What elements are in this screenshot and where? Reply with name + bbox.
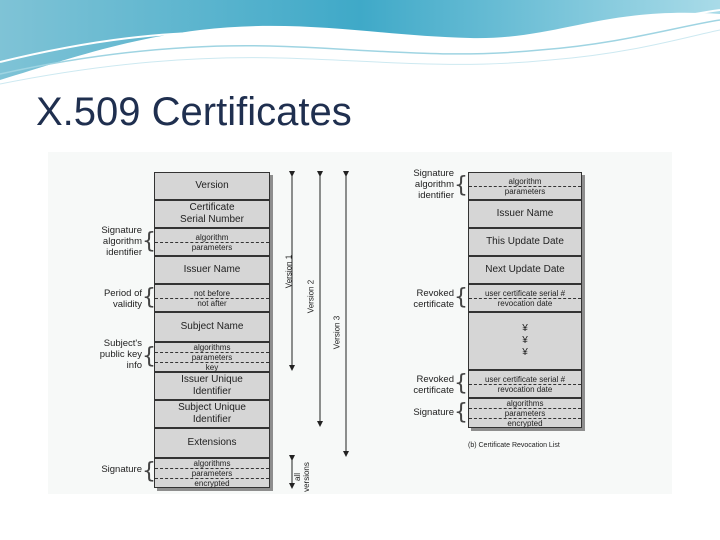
crl-dot-1: ¥ — [522, 323, 528, 335]
crl-this-update: This Update Date — [468, 228, 582, 256]
crl-dot-2: ¥ — [522, 335, 528, 347]
x509-diagram: Version Certificate Serial Number algori… — [48, 152, 672, 494]
crl-label-signature-text: Signature — [400, 407, 454, 418]
version2-label: Version 2 — [307, 272, 316, 322]
crl-next-update-label: Next Update Date — [485, 264, 565, 276]
crl-signature: algorithms parameters encrypted — [468, 398, 582, 428]
crl-label-sigalg-line3: identifier — [400, 190, 454, 201]
crl-revoked-1: user certificate serial # revocation dat… — [468, 284, 582, 312]
crl-issuer-label: Issuer Name — [497, 208, 554, 220]
crl-rev2-date: revocation date — [469, 384, 581, 394]
all-versions-line1: all — [293, 457, 302, 497]
crl-dot-3: ¥ — [522, 347, 528, 359]
crl-next-update: Next Update Date — [468, 256, 582, 284]
crl-rev2-serial: user certificate serial # — [469, 375, 581, 384]
crl-label-sigalg-line1: Signature — [400, 168, 454, 179]
crl-rev1-date: revocation date — [469, 298, 581, 308]
crl-label-signature: Signature — [400, 407, 454, 418]
crl-this-update-label: This Update Date — [486, 236, 564, 248]
crl-label-sigalg: Signature algorithm identifier — [400, 168, 454, 201]
crl-issuer: Issuer Name — [468, 200, 582, 228]
crl-signature-alg: algorithm parameters — [468, 172, 582, 200]
crl-label-rev2-line1: Revoked — [400, 374, 454, 385]
crl-label-rev2-line2: certificate — [400, 385, 454, 396]
crl-sigalg-parameters: parameters — [469, 186, 581, 196]
crl-label-revoked2: Revoked certificate — [400, 374, 454, 396]
crl-label-revoked1: Revoked certificate — [400, 288, 454, 310]
crl-caption: (b) Certificate Revocation List — [468, 442, 560, 449]
crl-label-rev1-line2: certificate — [400, 299, 454, 310]
all-versions-label: all versions — [293, 457, 311, 497]
all-versions-line2: versions — [302, 457, 311, 497]
brace-icon: { — [454, 287, 468, 309]
version3-label: Version 3 — [333, 308, 342, 358]
crl-sig-encrypted: encrypted — [469, 418, 581, 428]
brace-icon: { — [454, 402, 468, 424]
crl-sig-algorithms: algorithms — [469, 399, 581, 408]
brace-icon: { — [454, 373, 468, 395]
version1-label: Version 1 — [285, 247, 294, 297]
crl-sigalg-algorithm: algorithm — [469, 177, 581, 186]
crl-ellipsis: ¥ ¥ ¥ — [468, 312, 582, 370]
header-wave-decoration — [0, 0, 720, 90]
crl-label-rev1-line1: Revoked — [400, 288, 454, 299]
crl-revoked-2: user certificate serial # revocation dat… — [468, 370, 582, 398]
crl-label-sigalg-line2: algorithm — [400, 179, 454, 190]
brace-icon: { — [454, 175, 468, 197]
crl-rev1-serial: user certificate serial # — [469, 289, 581, 298]
slide-title: X.509 Certificates — [36, 90, 352, 135]
crl-sig-parameters: parameters — [469, 408, 581, 418]
